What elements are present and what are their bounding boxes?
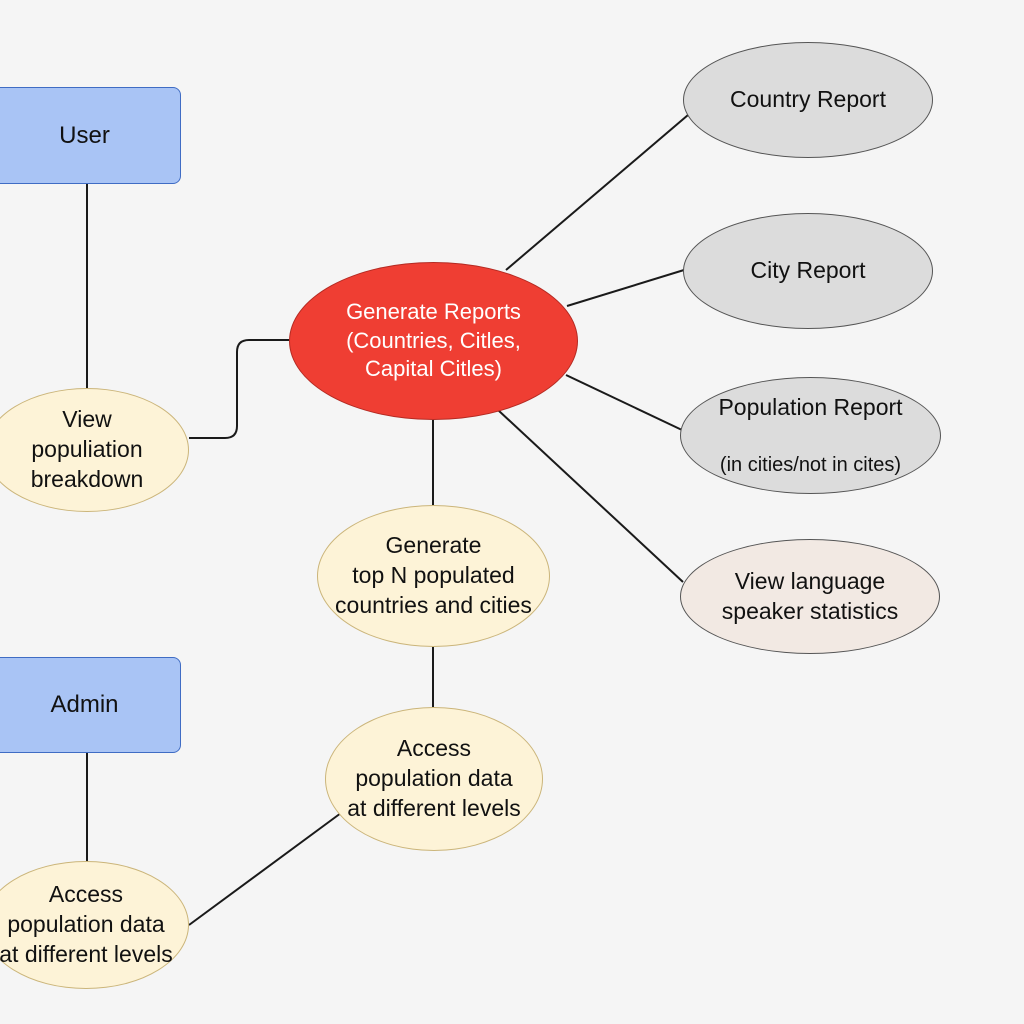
- actor-admin: Admin: [0, 657, 181, 753]
- use-case-language-label: View language speaker statistics: [721, 567, 899, 624]
- use-case-access-population-data: Access population data at different leve…: [325, 707, 543, 851]
- use-case-access-population-data-admin: Access population data at different leve…: [0, 861, 189, 989]
- edge-generate-population: [565, 374, 683, 431]
- use-case-population-report-subtitle: (in cities/not in cites): [719, 454, 902, 477]
- use-case-generate-reports-label: Generate Reports (Countries, Citles, Cap…: [346, 299, 521, 382]
- use-case-generate-top-n: Generate top N populated countries and c…: [317, 505, 550, 647]
- edge-generate-language: [497, 409, 684, 583]
- use-case-access-mid-label: Access population data at different leve…: [347, 735, 521, 821]
- use-case-access-low-label: Access population data at different leve…: [0, 881, 173, 967]
- edge-view-population-generate: [189, 339, 289, 439]
- use-case-country-report: Country Report: [683, 42, 933, 158]
- actor-user: User: [0, 87, 181, 184]
- use-case-view-language-statistics: View language speaker statistics: [680, 539, 940, 654]
- use-case-population-report-title: Population Report: [718, 393, 903, 420]
- use-case-view-population-label: View populiation breakdown: [30, 406, 144, 492]
- use-case-generate-reports: Generate Reports (Countries, Citles, Cap…: [289, 262, 578, 420]
- edge-generate-country: [505, 114, 689, 271]
- edge-access-low-mid: [188, 812, 342, 926]
- use-case-view-population-breakdown: View populiation breakdown: [0, 388, 189, 512]
- use-case-city-report: City Report: [683, 213, 933, 329]
- actor-user-label: User: [59, 121, 110, 149]
- use-case-country-report-label: Country Report: [730, 86, 886, 113]
- use-case-top-n-label: Generate top N populated countries and c…: [335, 532, 532, 618]
- edge-generate-city: [566, 269, 685, 307]
- actor-admin-label: Admin: [50, 691, 119, 718]
- use-case-city-report-label: City Report: [750, 257, 866, 284]
- use-case-population-report: Population Report (in cities/not in cite…: [680, 377, 941, 494]
